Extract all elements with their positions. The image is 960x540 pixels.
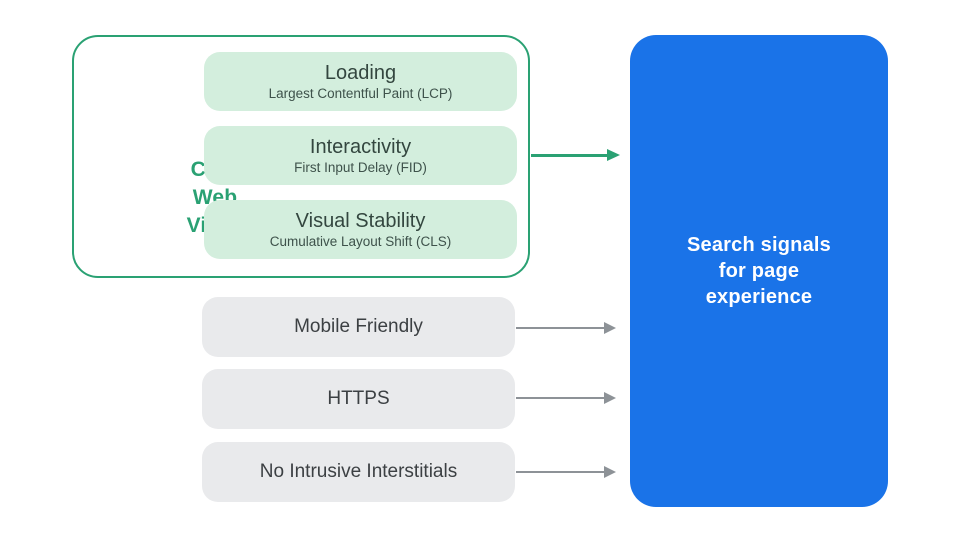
vital-pill-subtitle: First Input Delay (FID) — [294, 160, 427, 175]
vital-pill-loading: Loading Largest Contentful Paint (LCP) — [204, 52, 517, 111]
arrow-line — [516, 397, 606, 399]
vital-pill-title: Loading — [324, 62, 397, 84]
arrow-right-icon — [604, 392, 616, 404]
vital-pill-visual-stability: Visual Stability Cumulative Layout Shift… — [204, 200, 517, 259]
vital-pill-title: Interactivity — [309, 136, 412, 158]
search-signals-text: Search signals for page experience — [687, 232, 831, 310]
signal-pill-no-intrusive-interstitials: No Intrusive Interstitials — [202, 442, 515, 502]
signal-pill-label: HTTPS — [327, 388, 390, 409]
search-signals-text-line: for page — [718, 260, 800, 282]
arrow-line — [516, 327, 606, 329]
arrow-line — [516, 471, 606, 473]
search-signals-text-line: Search signals — [687, 234, 831, 256]
arrow-right-icon — [604, 466, 616, 478]
vital-pill-subtitle: Largest Contentful Paint (LCP) — [268, 86, 453, 101]
vital-pill-interactivity: Interactivity First Input Delay (FID) — [204, 126, 517, 185]
arrow-right-icon — [607, 149, 620, 161]
signal-pill-label: Mobile Friendly — [294, 316, 423, 337]
vital-pill-title: Visual Stability — [295, 210, 426, 232]
arrow-line — [531, 154, 609, 157]
signal-pill-mobile-friendly: Mobile Friendly — [202, 297, 515, 357]
arrow-right-icon — [604, 322, 616, 334]
signal-pill-https: HTTPS — [202, 369, 515, 429]
search-signals-box: Search signals for page experience — [630, 35, 888, 507]
vital-pill-subtitle: Cumulative Layout Shift (CLS) — [269, 234, 452, 249]
search-signals-text-line: experience — [705, 286, 813, 308]
signal-pill-label: No Intrusive Interstitials — [259, 461, 458, 482]
